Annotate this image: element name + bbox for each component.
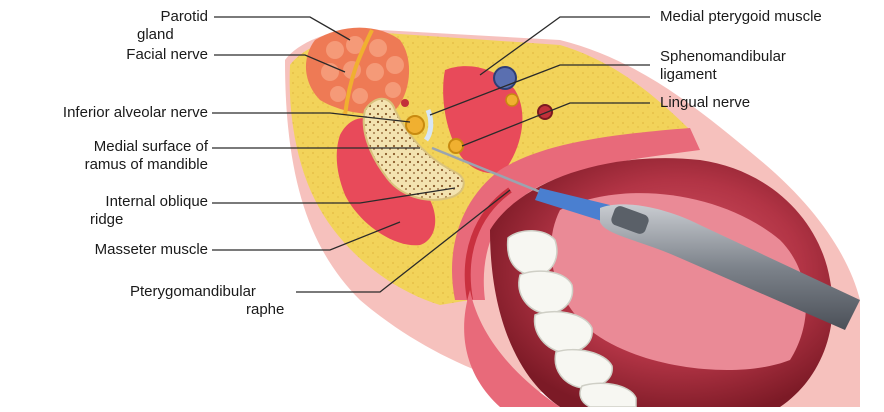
lingual-nerve [449,139,463,153]
label-pterygomandibular-line1: Pterygomandibular [130,283,300,301]
label-masseter-muscle: Masseter muscle [30,241,208,259]
label-internal-oblique-line1: Internal oblique [40,193,208,211]
label-parotid-gland-line1: Parotid [100,8,208,26]
label-sphenomandibular-line2: ligament [660,66,860,84]
label-medial-pterygoid-muscle: Medial pterygoid muscle [660,8,880,26]
label-pterygomandibular-line2: raphe [130,301,300,319]
label-inferior-alveolar-nerve: Inferior alveolar nerve [4,104,208,122]
label-internal-oblique-ridge: Internal oblique ridge [40,193,208,229]
vessel-red [538,105,552,119]
vessel-small [401,99,409,107]
label-pterygomandibular-raphe: Pterygomandibular raphe [130,283,300,319]
label-facial-nerve: Facial nerve [60,46,208,64]
label-medial-surface-line2: ramus of mandible [30,156,208,174]
inferior-alveolar-nerve [406,116,424,134]
label-medial-surface-ramus: Medial surface of ramus of mandible [30,138,208,174]
label-sphenomandibular-line1: Sphenomandibular [660,48,860,66]
label-sphenomandibular-ligament: Sphenomandibular ligament [660,48,860,84]
label-parotid-gland-line2: gland [100,26,208,44]
label-parotid-gland: Parotid gland [100,8,208,44]
label-lingual-nerve: Lingual nerve [660,94,860,112]
parotid-gland [306,28,409,114]
nerve-small [506,94,518,106]
label-medial-surface-line1: Medial surface of [30,138,208,156]
label-internal-oblique-line2: ridge [40,211,208,229]
